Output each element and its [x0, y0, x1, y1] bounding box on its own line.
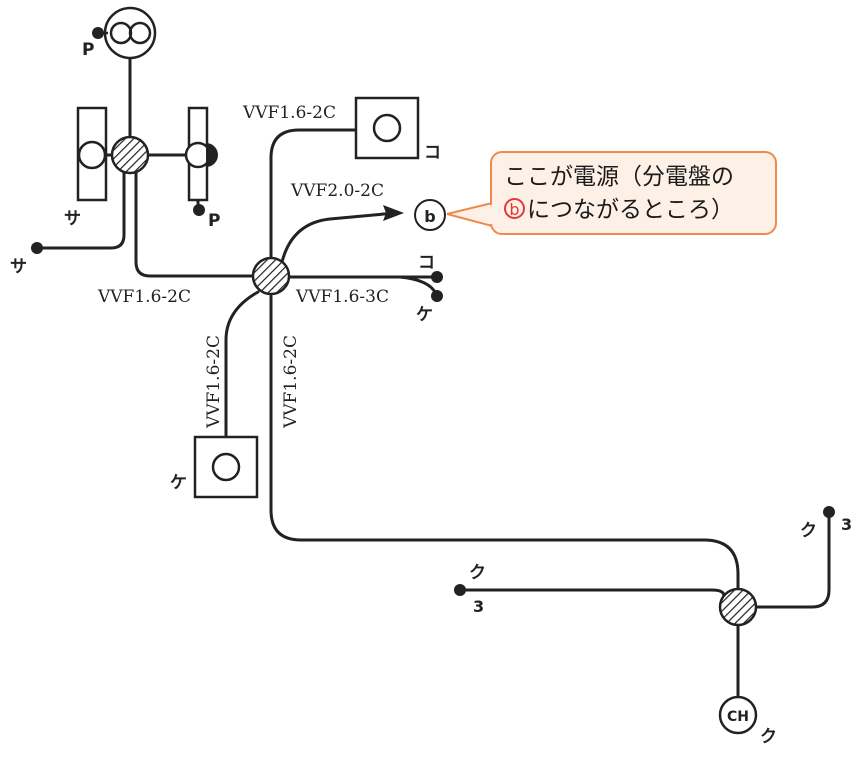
arrow-to-power-icon — [383, 205, 404, 221]
cable-label-top: VVF1.6-2C — [242, 103, 336, 123]
cable-label-left: VVF1.6-2C — [97, 287, 191, 307]
switch-p-right-icon — [193, 204, 205, 216]
switch-ko-icon — [431, 271, 443, 283]
label-ke-right: ケ — [416, 305, 433, 325]
switch-ku-right-icon — [823, 506, 835, 518]
cable-box2-ke — [224, 290, 260, 439]
switch-p-top-icon — [92, 27, 104, 39]
chime-icon — [718, 695, 758, 735]
switch-ku-left-icon — [454, 584, 466, 596]
label-ku-left: ク — [469, 563, 486, 583]
power-source-icon — [414, 199, 446, 231]
cable-label-down-left: VVF1.6-2C — [204, 335, 224, 429]
switch-ke-icon — [431, 290, 443, 302]
switch-sa-icon — [31, 242, 43, 254]
chime-label: CH — [727, 709, 749, 725]
cable-to-sa-switch — [36, 168, 126, 250]
pendant-icon — [103, 6, 157, 60]
outlet-box-ke-icon — [193, 435, 259, 499]
cable-box1-box2 — [134, 170, 254, 278]
cable-box3-ku-right — [755, 511, 831, 609]
label-ku-right: ク — [800, 521, 817, 541]
label-p-right: P — [208, 211, 220, 231]
junction-box-3-icon — [718, 587, 758, 627]
label-ku-right-num: 3 — [841, 515, 852, 534]
label-sa-fixture: サ — [64, 209, 81, 229]
cable-label-down-right: VVF1.6-2C — [281, 335, 301, 429]
cable-label-power: VVF2.0-2C — [290, 181, 384, 201]
callout-line-2: につながるところ） — [527, 197, 734, 223]
label-ku-left-num: 3 — [473, 597, 484, 616]
junction-box-1-icon — [110, 135, 150, 175]
half-dot-icon — [206, 143, 218, 167]
junction-box-2-icon — [251, 256, 291, 296]
callout-circle-b-icon: b — [504, 198, 525, 219]
label-sa-switch: サ — [10, 257, 27, 277]
label-p-top: P — [82, 40, 94, 60]
label-ko-right: コ — [418, 253, 435, 273]
callout-line-1: ここが電源（分電盤の — [504, 164, 734, 190]
cable-label-right: VVF1.6-3C — [295, 287, 389, 307]
cable-box2-ko — [269, 128, 358, 260]
fluorescent-lamp-left-icon — [76, 106, 108, 202]
label-ke-left: ケ — [170, 473, 187, 493]
outlet-box-ko-icon — [354, 96, 420, 160]
cable-box2-box3 — [269, 294, 740, 592]
power-source-label: b — [424, 207, 435, 226]
cable-box2-power — [280, 211, 397, 264]
label-ku-ch: ク — [760, 727, 777, 747]
label-ko-top: コ — [424, 143, 441, 163]
